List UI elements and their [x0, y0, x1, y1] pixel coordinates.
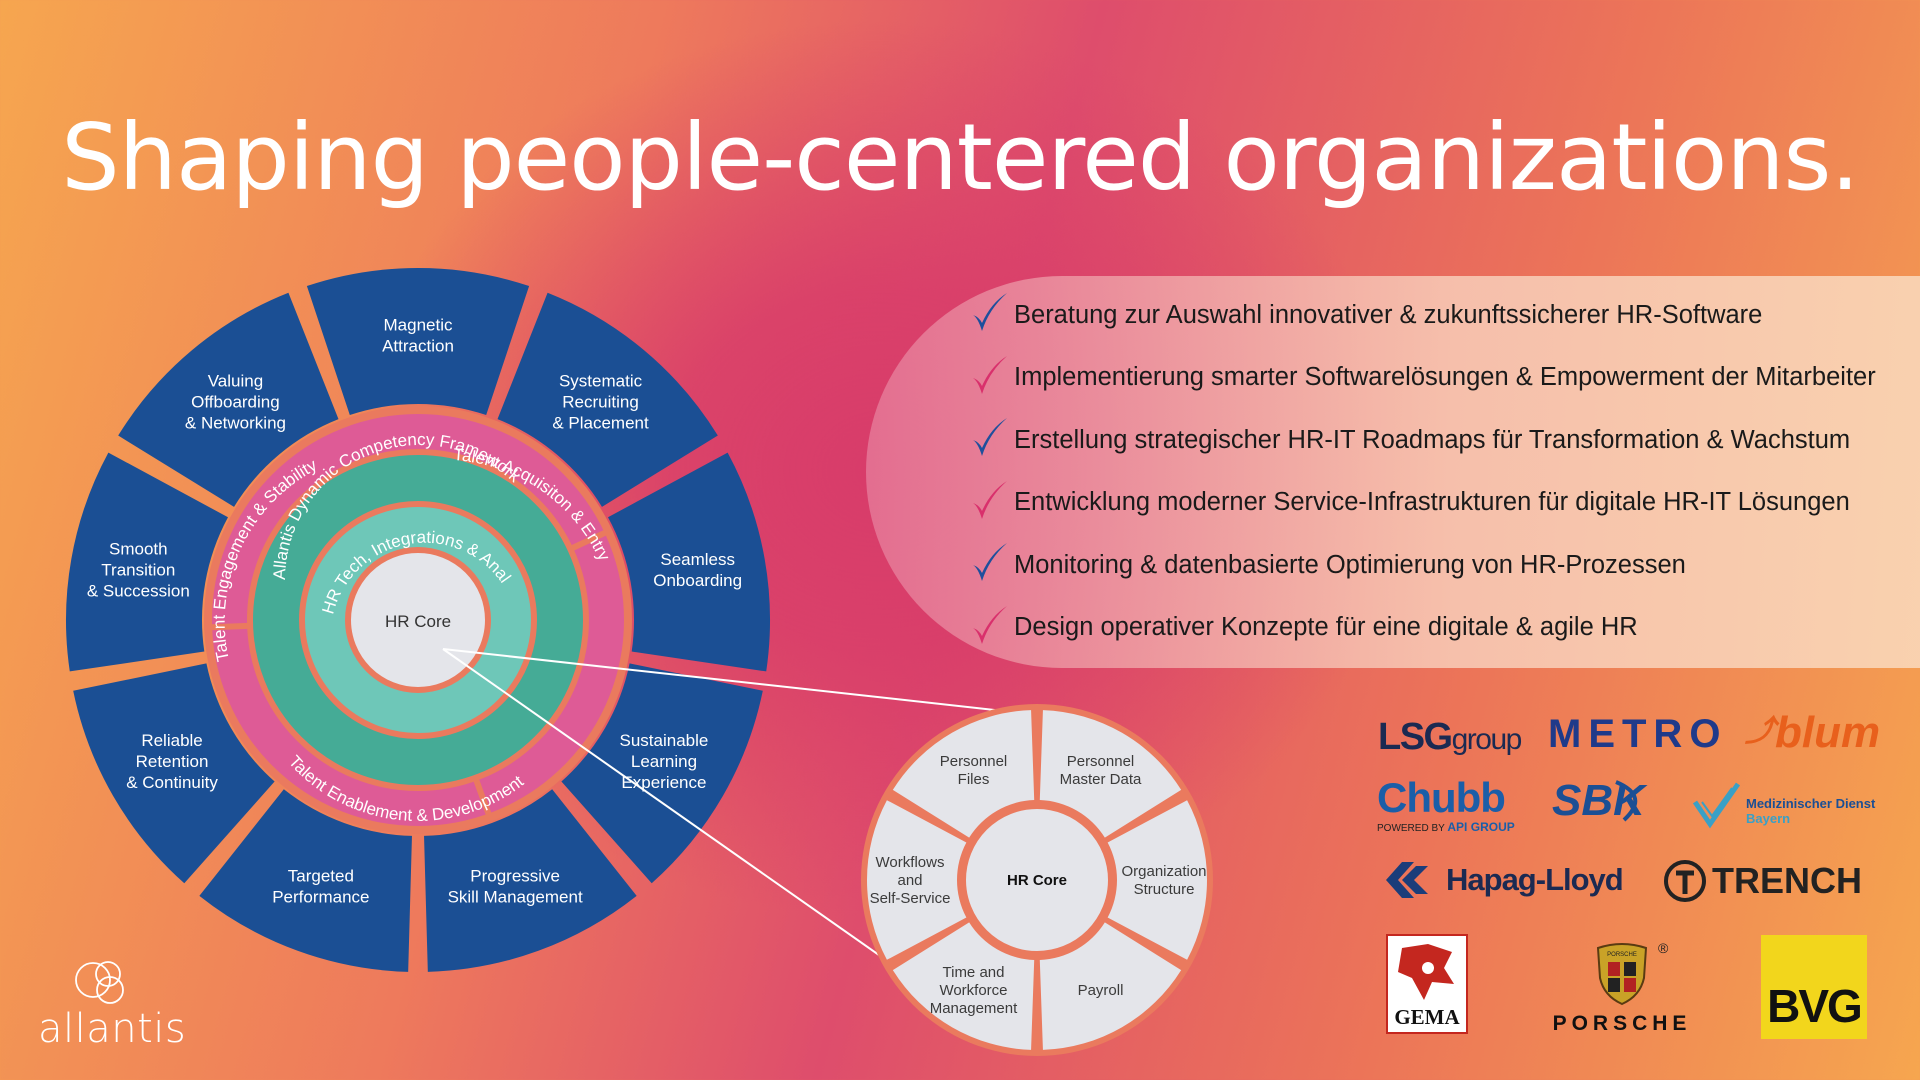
logo-lsg-group: LSGgroup: [1378, 716, 1522, 758]
logo-gema: GEMA: [1386, 934, 1468, 1034]
logo-blum: ⤴blum: [1745, 708, 1881, 757]
logo-metro: METRO: [1548, 712, 1728, 756]
svg-text:PORSCHE: PORSCHE: [1607, 952, 1637, 958]
sub-hr-core-label: HR Core: [1007, 872, 1067, 889]
wheel-segment-0: [306, 268, 530, 416]
benefit-item: Implementierung smarter Softwarelösungen…: [973, 355, 1876, 398]
benefit-text: Beratung zur Auswahl innovativer & zukun…: [1014, 300, 1763, 329]
logo-bvg: BVG: [1761, 935, 1867, 1039]
sub-hr-core-circle: [960, 803, 1114, 957]
checkmark-icon: [973, 418, 1007, 456]
wheel-segment-5: [199, 789, 412, 972]
benefit-text: Monitoring & datenbasierte Optimierung v…: [1014, 550, 1686, 579]
md-check-icon: [1692, 782, 1741, 829]
hr-core-label: HR Core: [385, 612, 451, 631]
checkmark-icon: [973, 355, 1007, 394]
wheel-segment-6: [73, 663, 275, 884]
sub-wheel-segment-4: [867, 800, 967, 960]
sbk-swoosh-icon: [1615, 780, 1638, 822]
connector-line-bottom: [442, 648, 964, 1015]
benefit-item: Monitoring & datenbasierte Optimierung v…: [973, 543, 1686, 585]
benefit-text: Implementierung smarter Softwarelösungen…: [1014, 363, 1876, 391]
wheel-segment-7: [66, 452, 228, 672]
benefit-text: Design operativer Konzepte für eine digi…: [1014, 613, 1638, 641]
sub-wheel-segment-2: [1039, 922, 1182, 1050]
benefit-item: Beratung zur Auswahl innovativer & zukun…: [973, 293, 1763, 335]
sub-wheel-segment-5: [892, 710, 1035, 838]
wheel-segment-4: [424, 789, 637, 972]
checkmark-icon: [973, 605, 1007, 644]
blum-mark-icon: ⤴: [1745, 715, 1775, 748]
checkmark-icon: [973, 480, 1007, 519]
logo-porsche: PORSCHE ® PORSCHE: [1552, 940, 1692, 1035]
sub-wheel-segment-0: [1039, 710, 1182, 838]
benefit-text: Erstellung strategischer HR-IT Roadmaps …: [1014, 425, 1851, 454]
pink-ring-divider-0: [567, 526, 614, 553]
connector-line-top: [442, 648, 1023, 714]
hapag-lloyd-mark-icon: [1386, 862, 1428, 898]
gema-eagle-icon: [1398, 944, 1454, 1000]
sub-wheel-label-2: Payroll: [1078, 982, 1124, 999]
benefit-item: Design operativer Konzepte für eine digi…: [973, 605, 1638, 648]
pink-ring-divider-1: [471, 774, 495, 823]
sub-wheel-segment-1: [1107, 800, 1208, 960]
allantis-logo-icon: [75, 961, 124, 1004]
wheel-segment-1: [497, 292, 718, 507]
logo-chubb: Chubb POWERED BY API GROUP: [1377, 774, 1515, 835]
wheel-segment-3: [561, 663, 763, 884]
porsche-crest-icon: PORSCHE: [1596, 943, 1648, 1006]
benefits-panel: [866, 276, 1920, 668]
logo-sbk: SBK: [1552, 776, 1645, 826]
page-title: Shaping people-centered organizations.: [61, 104, 1859, 211]
benefit-item: Entwicklung moderner Service-Infrastrukt…: [973, 480, 1850, 523]
wheel-segment-2: [608, 452, 771, 672]
trench-mark-icon: [1664, 860, 1706, 902]
wheel-segment-8: [118, 292, 339, 507]
allantis-wordmark: allantis: [38, 1006, 187, 1052]
benefit-item: Erstellung strategischer HR-IT Roadmaps …: [973, 418, 1851, 460]
benefit-text: Entwicklung moderner Service-Infrastrukt…: [1014, 488, 1850, 516]
sub-wheel-segment-3: [892, 922, 1035, 1050]
checkmark-icon: [973, 543, 1007, 581]
checkmark-icon: [973, 293, 1007, 331]
pink-ring-divider-2: [204, 622, 253, 631]
